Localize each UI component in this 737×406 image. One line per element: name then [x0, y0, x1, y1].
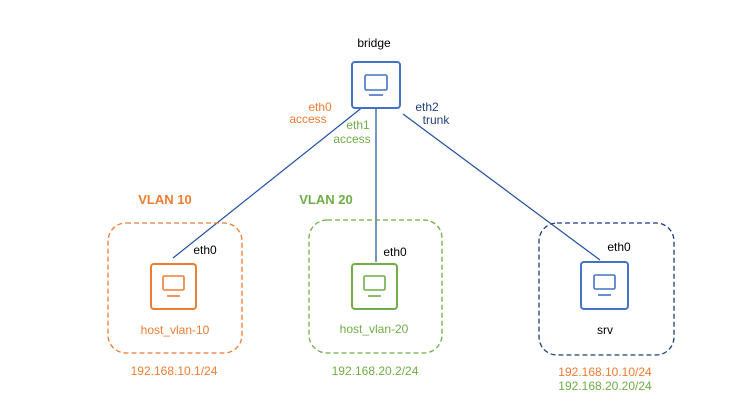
vlan-10-label: VLAN 10	[138, 192, 192, 207]
vlan-20-label: VLAN 20	[299, 192, 353, 207]
srv-ip-vlan-20: 192.168.20.20/24	[558, 379, 652, 393]
host-vlan-20-iface: eth0	[383, 245, 407, 259]
srv-group	[538, 222, 675, 356]
bridge-eth1-mode: access	[333, 132, 371, 146]
host-vlan-20-ip: 192.168.20.2/24	[331, 364, 419, 378]
bridge-title: bridge	[357, 36, 391, 50]
vlan-20-group	[308, 219, 443, 354]
srv-iface: eth0	[607, 240, 631, 254]
computer-icon	[363, 275, 386, 297]
bridge-node	[351, 61, 401, 109]
srv-name: srv	[597, 323, 613, 337]
bridge-box	[351, 61, 401, 109]
host-vlan-10-box	[150, 263, 197, 310]
host-vlan-10-name: host_vlan-10	[140, 323, 210, 337]
host-vlan-20-name: host_vlan-20	[339, 322, 409, 336]
host-vlan-10-iface: eth0	[193, 243, 217, 257]
bridge-eth1-label: eth1	[346, 118, 370, 132]
host-vlan-20-node	[351, 263, 398, 310]
bridge-eth2-mode: trunk	[422, 113, 450, 127]
host-vlan-10-ip: 192.168.10.1/24	[130, 364, 218, 378]
bridge-eth0-label: eth0	[308, 100, 332, 114]
computer-icon	[593, 274, 616, 296]
vlan-10-group	[107, 222, 243, 354]
bridge-eth2-label: eth2	[415, 100, 439, 114]
srv-box	[580, 261, 629, 310]
computer-icon	[364, 74, 388, 96]
srv-node	[580, 261, 629, 310]
link-bridge-eth0-host-vlan-10	[172, 105, 365, 259]
link-bridge-eth2-srv	[402, 113, 601, 261]
host-vlan-20-box	[351, 263, 398, 310]
srv-ip-vlan-10: 192.168.10.10/24	[558, 365, 652, 379]
bridge-eth0-mode: access	[289, 112, 327, 126]
host-vlan-10-node	[150, 263, 197, 310]
computer-icon	[162, 275, 185, 297]
